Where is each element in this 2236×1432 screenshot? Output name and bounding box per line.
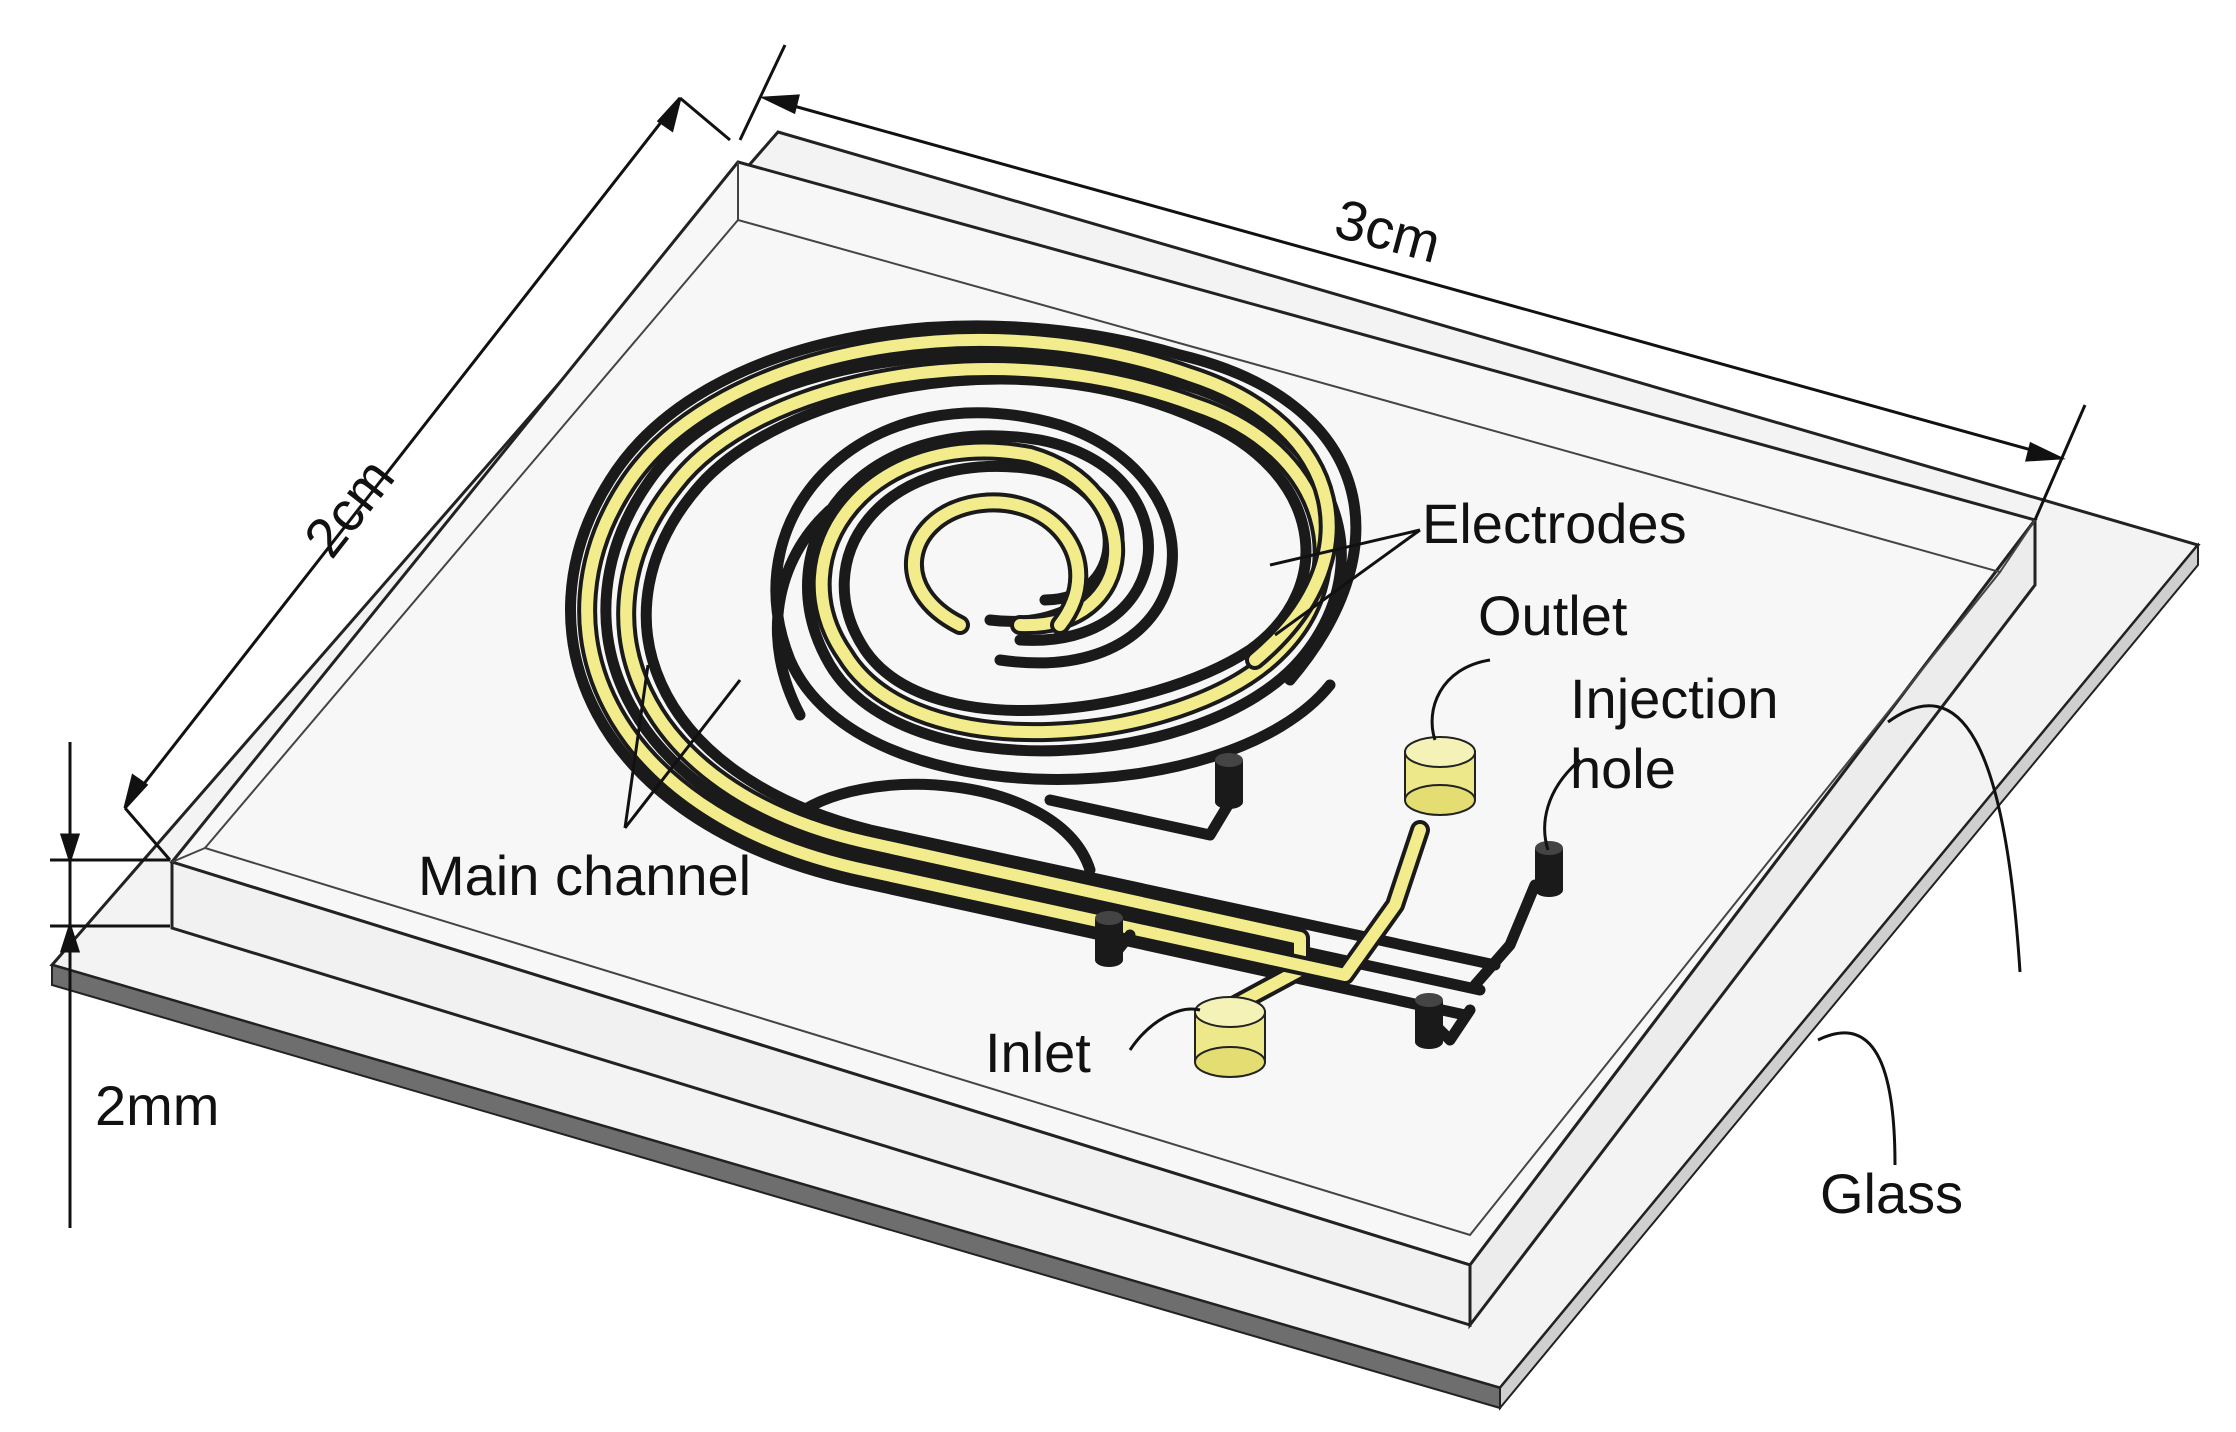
main-channel-leader	[623, 664, 742, 829]
ports	[1095, 736, 1563, 1078]
outlet-label: Outlet	[1478, 584, 1628, 647]
injection-leader	[1543, 758, 1581, 851]
glass-right-edge	[1499, 542, 2199, 1411]
width-dimension-line	[764, 96, 2061, 460]
labels: 3cm 2cm 2mm Electrodes Outlet Injection …	[95, 187, 1963, 1225]
inlet-leader	[1128, 1007, 1201, 1051]
injection-hole-top	[1215, 753, 1243, 809]
depth-dimension-line	[123, 97, 682, 809]
injection-hole-label-line2: hole	[1570, 737, 1676, 800]
leader-lines	[623, 528, 2022, 1166]
outlet-leader	[1430, 658, 1491, 741]
width-dimension-label: 3cm	[1329, 187, 1447, 275]
electrodes-label: Electrodes	[1422, 492, 1687, 555]
glass-label: Glass	[1820, 1162, 1963, 1225]
spiral-structure	[565, 320, 1541, 1046]
outlet-port	[1404, 736, 1476, 816]
electrodes-leader	[1269, 528, 1421, 637]
depth-dimension-label: 2cm	[291, 446, 406, 568]
electrode-paths	[577, 329, 1430, 1015]
main-channel-label: Main channel	[418, 844, 751, 907]
injection-hole-right	[1535, 841, 1563, 897]
injection-hole-left	[1095, 911, 1123, 967]
injection-hole-label-line1: Injection	[1570, 667, 1779, 730]
injection-hole-bottom	[1415, 993, 1443, 1049]
thickness-dimension-label: 2mm	[95, 1074, 219, 1137]
glass-leader-upper	[1887, 704, 2022, 973]
chip-right-face	[1468, 515, 2037, 1330]
inlet-label: Inlet	[985, 1021, 1091, 1084]
inlet-port	[1194, 996, 1266, 1078]
dimension-lines	[50, 44, 2087, 1228]
glass-leader-lower	[1817, 1031, 1897, 1166]
